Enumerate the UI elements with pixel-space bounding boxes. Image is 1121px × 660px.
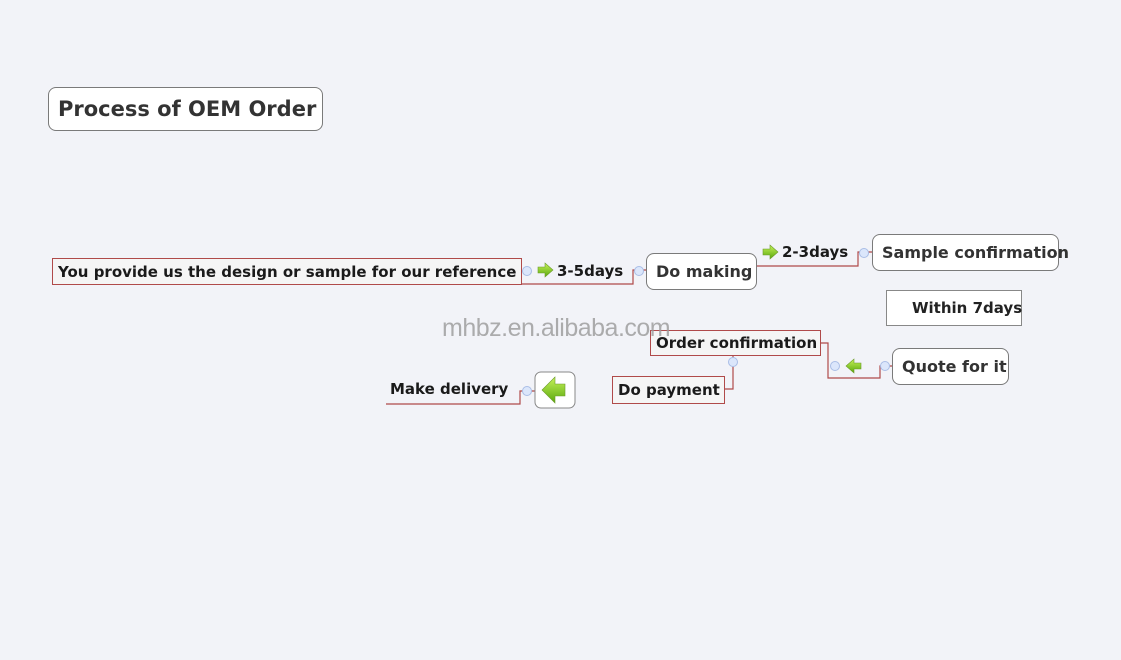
collapse-icon: [522, 266, 532, 276]
node-label: Order confirmation: [656, 334, 818, 352]
node-label: Make delivery: [390, 380, 509, 398]
node-order-confirmation[interactable]: Order confirmation: [650, 330, 821, 356]
collapse-icon: [634, 266, 644, 276]
node-label: Do making: [656, 262, 753, 281]
node-label: 3-5days: [557, 262, 624, 280]
collapse-icon: [880, 361, 890, 371]
node-sample-confirmation[interactable]: Sample confirmation: [872, 234, 1069, 271]
node-do-making[interactable]: Do making: [646, 253, 757, 290]
central-topic-title[interactable]: Process of OEM Order: [48, 87, 323, 131]
collapse-icon: [728, 357, 738, 367]
watermark: mhbz.en.alibaba.com: [442, 314, 671, 342]
node-label: Quote for it: [902, 357, 1007, 376]
node-do-payment[interactable]: Do payment: [612, 376, 725, 404]
node-label: Sample confirmation: [882, 243, 1069, 262]
collapse-icon: [522, 386, 532, 396]
node-2-3days[interactable]: 2-3days: [782, 242, 848, 262]
node-make-delivery[interactable]: Make delivery: [390, 379, 508, 399]
collapse-icon: [830, 361, 840, 371]
node-label: You provide us the design or sample for …: [58, 262, 517, 281]
node-label: 2-3days: [782, 243, 849, 261]
node-label: Within 7days: [912, 299, 1023, 317]
arrow-right-icon: [537, 262, 554, 278]
title-text: Process of OEM Order: [58, 97, 317, 121]
node-within-7days[interactable]: Within 7days: [886, 290, 1022, 326]
node-label: Do payment: [618, 381, 720, 399]
node-3-5days[interactable]: 3-5days: [557, 261, 623, 281]
node-quote[interactable]: Quote for it: [892, 348, 1009, 385]
collapse-icon: [859, 248, 869, 258]
arrow-left-icon: [845, 358, 862, 374]
arrow-left-icon: [541, 376, 566, 404]
node-design[interactable]: You provide us the design or sample for …: [52, 258, 523, 285]
arrow-right-icon: [762, 244, 779, 260]
